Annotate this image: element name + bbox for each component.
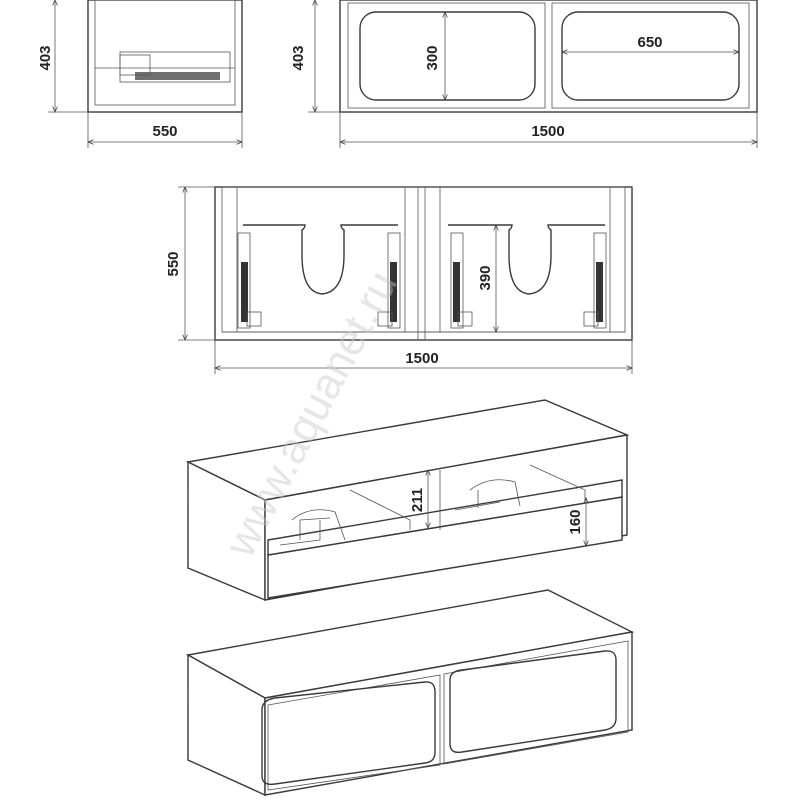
inner-height-label: 211 (409, 488, 426, 512)
top-view: 390 550 1500 (165, 187, 632, 374)
isometric-closed-view (185, 589, 635, 797)
front-width-label: 1500 (531, 123, 564, 140)
drawer-runner-icons (237, 232, 607, 329)
door-width-label: 650 (637, 34, 662, 51)
top-depth-label: 550 (165, 251, 182, 276)
inner-depth-label: 390 (477, 265, 494, 290)
drawer-height-label: 160 (567, 509, 584, 534)
door-height-label: 300 (424, 45, 441, 70)
front-height-label: 403 (290, 45, 307, 70)
isometric-open-view: 211 160 (185, 399, 630, 602)
side-height-label: 403 (37, 45, 54, 70)
side-depth-label: 550 (152, 123, 177, 140)
side-view: 403 550 (37, 0, 242, 148)
top-width-label: 1500 (405, 350, 438, 367)
front-view: 300 650 403 1500 (290, 0, 757, 148)
